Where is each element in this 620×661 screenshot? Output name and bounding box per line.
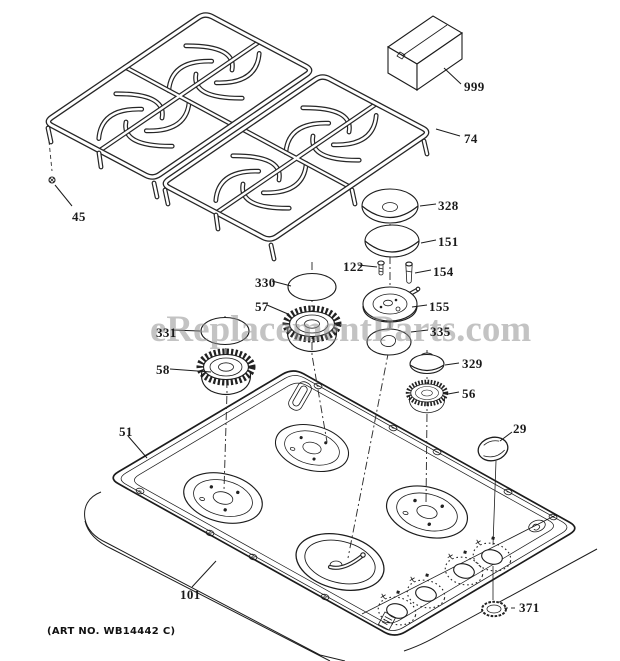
part-label-335: 335 [430,324,451,339]
burner-recess-front [295,533,385,591]
grate-foot-screw-45 [48,176,56,184]
part-label-122: 122 [343,259,364,274]
ge-logo [528,519,546,533]
part-label-74: 74 [464,131,478,146]
burner-cap-329 [409,352,445,375]
screw-122 [377,260,385,276]
burner-head-58 [200,352,252,395]
part-label-45: 45 [72,209,86,224]
art-number: (ART NO. WB14442 C) [47,626,176,637]
burner-body-155 [362,286,421,323]
main-top-51 [112,370,576,636]
part-label-155: 155 [429,299,450,314]
igniter-electrode [327,552,366,570]
leader-lines [54,67,517,609]
part-label-101: 101 [180,587,201,602]
panel-print [377,611,397,631]
simmer-ring-331 [200,316,250,346]
part-label-154: 154 [433,264,454,279]
part-label-29: 29 [513,421,527,436]
locator-pin-154 [405,261,413,284]
part-label-330: 330 [255,275,276,290]
part-label-151: 151 [438,234,459,249]
burner-cap-328 [361,188,419,224]
part-label-56: 56 [462,386,476,401]
part-label-329: 329 [462,356,483,371]
lower-panel-101 [84,491,598,661]
rear-bracket [288,381,312,411]
part-label-999: 999 [464,79,485,94]
part-label-328: 328 [438,198,459,213]
part-label-58: 58 [156,362,170,377]
burner-head-56 [408,382,445,413]
control-knob-29 [477,436,509,462]
simmer-ring-330 [287,272,337,302]
burner-grate-74 [48,15,430,259]
trim-ring-371 [481,600,507,618]
burner-cap-151 [364,224,420,258]
part-label-57: 57 [255,299,269,314]
part-label-51: 51 [119,424,133,439]
orifice-plate-335 [366,328,412,356]
part-label-331: 331 [156,325,177,340]
literature-pack-999 [386,15,464,92]
part-label-371: 371 [519,600,540,615]
